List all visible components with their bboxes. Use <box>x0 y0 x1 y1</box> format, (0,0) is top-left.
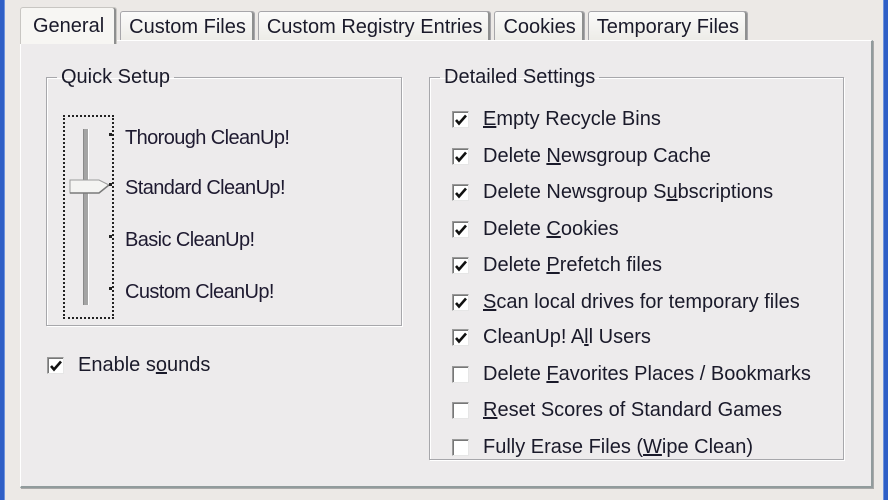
checkbox-label: Delete Prefetch files <box>483 254 662 276</box>
tab-panel-general: Quick Setup Thorough CleanUp! Standard C… <box>20 40 873 488</box>
empty-recycle-bins-checkbox[interactable]: Empty Recycle Bins <box>452 108 661 131</box>
tab-label: Cookies <box>503 15 576 38</box>
checkbox-box[interactable] <box>452 366 469 383</box>
checkmark-icon <box>455 151 467 163</box>
level-basic[interactable]: Basic CleanUp! <box>125 229 255 251</box>
level-thorough[interactable]: Thorough CleanUp! <box>125 127 290 149</box>
checkbox-label: Reset Scores of Standard Games <box>483 399 783 421</box>
tab-general[interactable]: General <box>20 7 118 44</box>
delete-prefetch-files-checkbox[interactable]: Delete Prefetch files <box>452 254 662 277</box>
delete-newsgroup-subscriptions-checkbox[interactable]: Delete Newsgroup Subscriptions <box>452 181 773 204</box>
level-custom[interactable]: Custom CleanUp! <box>125 281 274 303</box>
checkmark-icon <box>455 297 467 309</box>
delete-cookies-checkbox[interactable]: Delete Cookies <box>452 218 619 241</box>
checkbox-box[interactable] <box>452 221 469 238</box>
checkbox-box[interactable] <box>452 329 469 346</box>
scan-local-drives-checkbox[interactable]: Scan local drives for temporary files <box>452 291 800 314</box>
checkbox-label: Delete Newsgroup Cache <box>483 145 711 167</box>
checkbox-box[interactable] <box>452 257 469 274</box>
delete-favorites-checkbox[interactable]: Delete Favorites Places / Bookmarks <box>452 363 811 386</box>
checkbox-label: Delete Favorites Places / Bookmarks <box>483 363 811 385</box>
cleanup-level-slider[interactable] <box>63 115 114 319</box>
slider-tick <box>109 235 112 238</box>
checkmark-icon <box>455 224 467 236</box>
checkbox-label: CleanUp! All Users <box>483 326 651 348</box>
checkbox-box[interactable] <box>452 402 469 419</box>
detailed-settings-group: Detailed Settings Empty Recycle Bins Del… <box>429 66 844 460</box>
tab-temporary-files[interactable]: Temporary Files <box>587 11 749 42</box>
slider-tick <box>109 133 112 136</box>
detailed-settings-legend: Detailed Settings <box>444 66 596 88</box>
enable-sounds-checkbox[interactable]: Enable sounds <box>47 354 210 377</box>
checkmark-icon <box>455 332 467 344</box>
quick-setup-group: Quick Setup Thorough CleanUp! Standard C… <box>46 66 402 326</box>
slider-tick <box>109 183 112 186</box>
tab-custom-registry-entries[interactable]: Custom Registry Entries <box>257 11 492 42</box>
fully-erase-files-checkbox[interactable]: Fully Erase Files (Wipe Clean) <box>452 436 753 459</box>
checkmark-icon <box>455 187 467 199</box>
checkbox-label: Delete Newsgroup Subscriptions <box>483 181 774 203</box>
level-standard[interactable]: Standard CleanUp! <box>125 177 286 199</box>
checkbox-box[interactable] <box>452 111 469 128</box>
tab-cookies[interactable]: Cookies <box>494 11 585 42</box>
checkmark-icon <box>455 260 467 272</box>
enable-sounds-label: Enable sounds <box>78 354 211 376</box>
tab-label: General <box>33 14 105 37</box>
quick-setup-legend: Quick Setup <box>61 66 170 88</box>
tab-label: Custom Files <box>129 15 246 38</box>
tab-custom-files[interactable]: Custom Files <box>120 11 255 42</box>
checkbox-box[interactable] <box>452 294 469 311</box>
checkmark-icon <box>50 360 62 372</box>
window-border-left <box>0 0 5 500</box>
tab-label: Custom Registry Entries <box>266 15 483 38</box>
tab-strip: General Custom Files Custom Registry Ent… <box>20 4 751 44</box>
checkmark-icon <box>455 114 467 126</box>
slider-thumb[interactable] <box>69 178 110 194</box>
checkbox-box[interactable] <box>47 357 64 374</box>
checkbox-label: Empty Recycle Bins <box>483 108 661 130</box>
slider-tick <box>109 287 112 290</box>
checkbox-label: Fully Erase Files (Wipe Clean) <box>483 436 754 458</box>
delete-newsgroup-cache-checkbox[interactable]: Delete Newsgroup Cache <box>452 145 711 168</box>
slider-track <box>83 129 89 305</box>
checkbox-box[interactable] <box>452 439 469 456</box>
tab-label: Temporary Files <box>596 15 740 38</box>
checkbox-box[interactable] <box>452 184 469 201</box>
checkbox-box[interactable] <box>452 148 469 165</box>
checkbox-label: Delete Cookies <box>483 218 619 240</box>
window-border-right <box>883 0 888 500</box>
cleanup-all-users-checkbox[interactable]: CleanUp! All Users <box>452 326 651 349</box>
reset-game-scores-checkbox[interactable]: Reset Scores of Standard Games <box>452 399 782 422</box>
checkbox-label: Scan local drives for temporary files <box>483 291 800 313</box>
